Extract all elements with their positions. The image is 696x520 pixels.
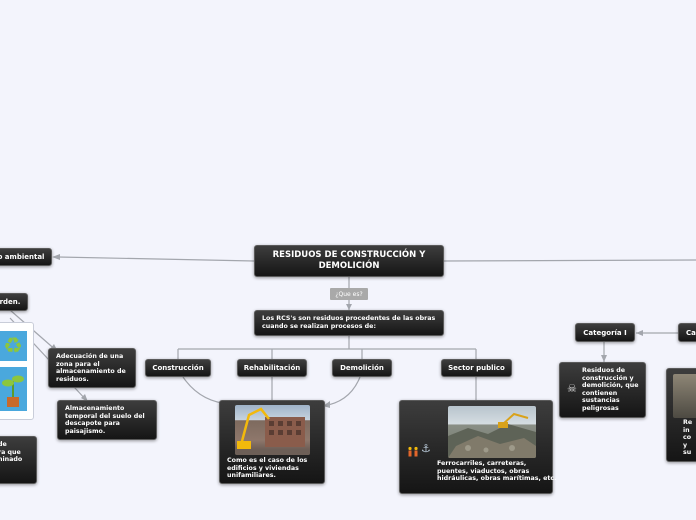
link-root-right: [443, 259, 696, 262]
plant-icon: [0, 367, 27, 411]
process-sector-publico[interactable]: Sector publico: [441, 359, 512, 377]
almacenamiento-node[interactable]: Almacenamiento temporal del suelo del de…: [57, 400, 157, 440]
recycle-icon: ♻: [0, 331, 27, 361]
adecuacion-node[interactable]: Adecuación de una zona para el almacenam…: [48, 348, 136, 388]
left-icon-panel: ♻: [0, 322, 34, 420]
left-bottom-node[interactable]: de ra que ninado: [0, 436, 37, 484]
excavator-photo: [235, 405, 310, 455]
process-demolicion[interactable]: Demolición: [332, 359, 392, 377]
rubble-photo: [448, 406, 536, 458]
categoria-i-node[interactable]: Categoría I: [575, 323, 635, 342]
right-cut-text: Re in co y su: [683, 419, 693, 457]
categoria-cut-node[interactable]: Ca: [678, 323, 696, 342]
right-cut-photo: [673, 374, 696, 418]
anchor-icon: ⚓: [421, 442, 431, 455]
link-demolicion-rehab: [322, 376, 361, 407]
link-root-ambiental: [57, 256, 255, 262]
question-tag[interactable]: ¿Que es?: [330, 288, 368, 300]
root-title: RESIDUOS DE CONSTRUCCIÓN Y DEMOLICIÓN: [272, 250, 426, 271]
public-image-node[interactable]: ⚓ Ferrocarriles, carreteras, puentes, vi…: [399, 400, 557, 494]
skull-icon: ☠: [567, 382, 577, 395]
process-rehabilitacion[interactable]: Rehabilitación: [237, 359, 307, 377]
process-construccion[interactable]: Construcción: [145, 359, 211, 377]
left-orden-node[interactable]: rden.: [0, 293, 28, 311]
public-caption: Ferrocarriles, carreteras, puentes, viad…: [437, 460, 557, 483]
definition-node[interactable]: Los RCS's son residuos procedentes de la…: [254, 310, 444, 336]
left-ambiental-node[interactable]: o ambiental: [0, 248, 52, 266]
categoria-text: Residuos de construcción y demolición, q…: [582, 367, 639, 412]
root-topic[interactable]: RESIDUOS DE CONSTRUCCIÓN Y DEMOLICIÓN: [254, 245, 444, 277]
rehab-caption: Como es el caso de los edificios y vivie…: [227, 457, 308, 480]
workers-icon: [407, 443, 419, 457]
right-cut-node[interactable]: Re in co y su: [666, 368, 696, 462]
categoria-text-node[interactable]: ☠ Residuos de construcción y demolición,…: [559, 362, 646, 418]
rehab-image-node[interactable]: Como es el caso de los edificios y vivie…: [219, 400, 325, 484]
